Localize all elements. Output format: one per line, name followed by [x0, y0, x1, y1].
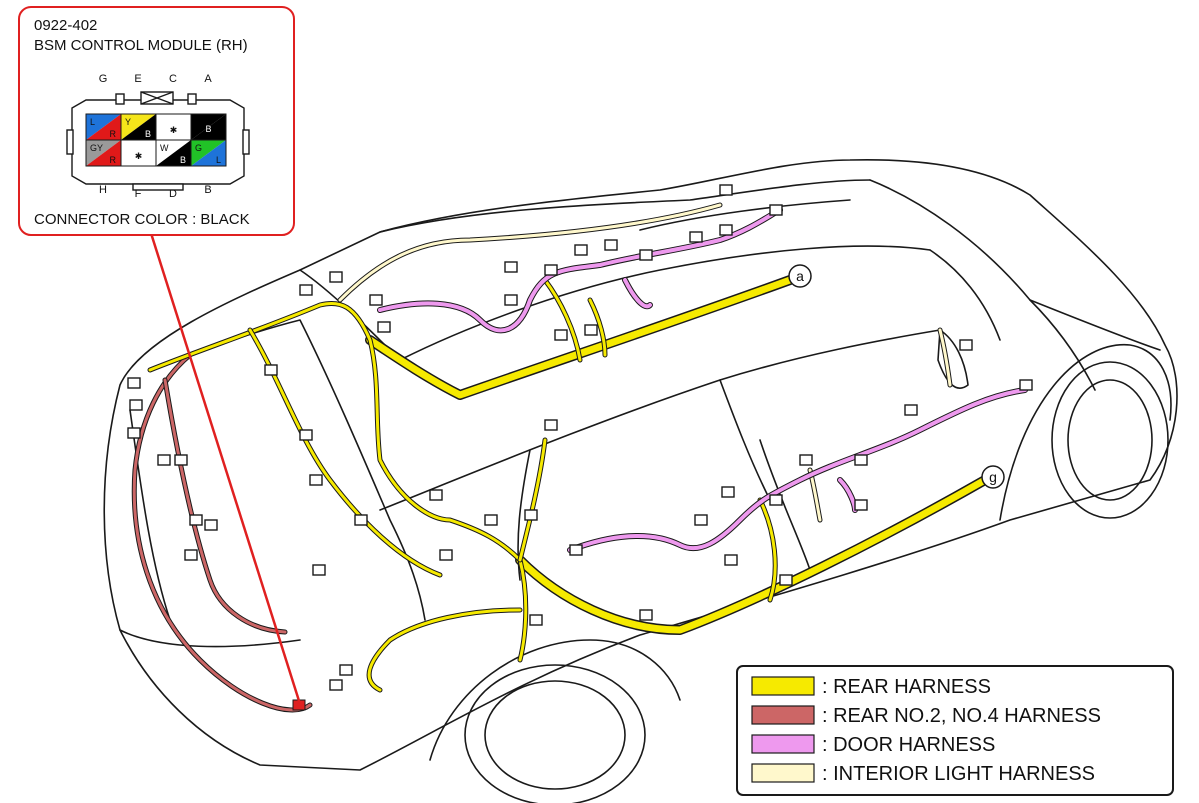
pin-wire-code: Y — [125, 117, 131, 127]
pin-top-3: B — [190, 113, 227, 141]
pin-wire-code: B — [205, 124, 211, 134]
interior-light-harness — [337, 202, 953, 523]
pin-letter-top-2: C — [169, 73, 177, 85]
pin-bottom-0: GY R — [85, 139, 122, 167]
rear-harness — [147, 275, 990, 693]
legend-swatch-interior — [751, 763, 815, 783]
pin-stripe-code: L — [216, 155, 221, 165]
legend-label-interior: : INTERIOR LIGHT HARNESS — [822, 763, 1095, 785]
legend-label-rear: : REAR HARNESS — [822, 676, 991, 698]
marker-g-label: g — [989, 469, 997, 485]
pin-wire-code: GY — [90, 143, 103, 153]
legend-label-door: : DOOR HARNESS — [822, 734, 995, 756]
connector-title: BSM CONTROL MODULE (RH) — [34, 37, 248, 54]
pin-letter-bottom-3: B — [204, 184, 211, 196]
pin-letter-bottom-0: H — [99, 184, 107, 196]
pin-letter-top-1: E — [134, 73, 141, 85]
connector-color-note: CONNECTOR COLOR : BLACK — [34, 211, 250, 228]
pin-stripe-code: B — [180, 155, 186, 165]
rear-no2-no4-harness — [131, 352, 313, 713]
pin-bottom-2: WB — [155, 139, 192, 167]
harness-legend: : REAR HARNESS : REAR NO.2, NO.4 HARNESS… — [736, 665, 1174, 796]
pin-stripe-code: R — [110, 155, 117, 165]
connectors — [127, 184, 1033, 691]
pin-stripe-code: R — [110, 129, 117, 139]
pin-stripe-code: B — [145, 129, 151, 139]
legend-swatch-rear — [751, 676, 815, 696]
marker-a: a — [788, 264, 812, 288]
pin-bottom-1: ✱ — [120, 139, 157, 167]
marker-a-label: a — [796, 268, 804, 284]
connector-code: 0922-402 — [34, 17, 97, 34]
pin-top-1: YB — [120, 113, 157, 141]
pin-wire-code: L — [90, 117, 95, 127]
legend-swatch-rear-no2 — [751, 705, 815, 725]
pin-top-0: LR — [85, 113, 122, 141]
callout-leader-line — [148, 229, 302, 705]
pin-bottom-3: GL — [190, 139, 227, 167]
marker-g: g — [981, 465, 1005, 489]
pin-wire-code: W — [160, 143, 169, 153]
pin-top-2: ✱ — [155, 113, 192, 141]
legend-label-rear-no2: : REAR NO.2, NO.4 HARNESS — [822, 705, 1101, 727]
pin-letter-top-0: G — [99, 73, 108, 85]
legend-swatch-door — [751, 734, 815, 754]
pin-letter-top-3: A — [204, 73, 212, 85]
connector-callout: 0922-402 BSM CONTROL MODULE (RH) G E C A… — [18, 6, 295, 236]
door-harness — [377, 207, 1028, 553]
pin-letter-bottom-2: D — [169, 188, 177, 200]
pin-wire-code: G — [195, 143, 202, 153]
pin-wire-code: ✱ — [135, 151, 143, 161]
pin-wire-code: ✱ — [170, 125, 178, 135]
pin-letter-bottom-1: F — [135, 188, 142, 200]
